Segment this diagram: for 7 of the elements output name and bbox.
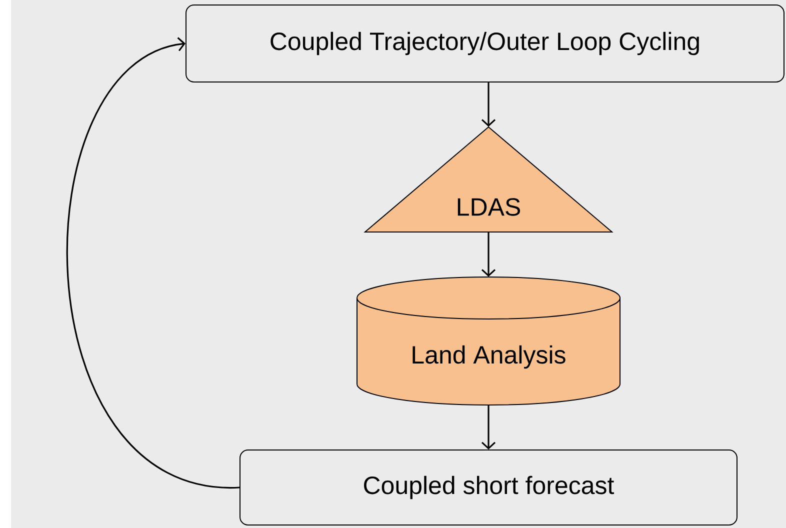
arrow [67, 37, 240, 488]
process-box: Coupled Trajectory/Outer Loop Cycling [186, 4, 784, 82]
process-box: Coupled short forecast [240, 450, 738, 526]
arrow [481, 82, 496, 127]
arrow [481, 405, 496, 450]
database-cylinder: Land Analysis [356, 276, 620, 406]
arrow [481, 232, 496, 277]
